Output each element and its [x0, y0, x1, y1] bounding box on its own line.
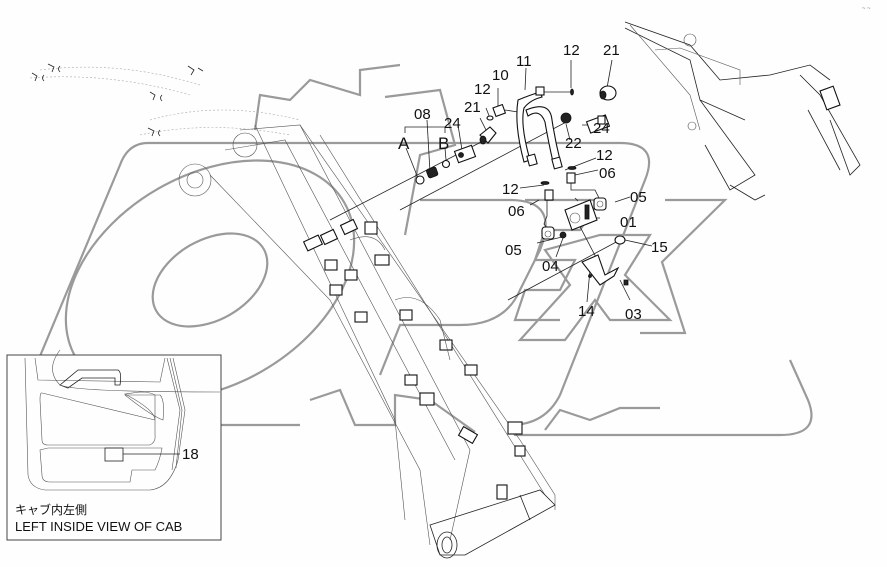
callout-06-b: 06	[508, 203, 525, 220]
boom-pivot	[178, 163, 212, 197]
callout-08: 08	[414, 106, 431, 123]
callout-12-b: 12	[563, 42, 580, 59]
part-05-fitting-a	[593, 197, 607, 211]
callout-10: 10	[492, 67, 509, 84]
part-22-nut	[560, 112, 572, 124]
callout-04: 04	[542, 258, 559, 275]
callout-12-c: 12	[596, 147, 613, 164]
part-14-bracket	[581, 254, 620, 286]
callout-14: 14	[578, 303, 595, 320]
callout-05-b: 05	[505, 242, 522, 259]
excavator-arm: ~ ~	[624, 6, 871, 201]
a-b-bracket	[404, 126, 446, 133]
callout-labels: A B 08 24 21 12 10 11 12 21 24 22 12 06 …	[398, 42, 668, 323]
hydraulic-parts	[329, 59, 653, 303]
callout-12-a: 12	[474, 81, 491, 98]
part-18-box	[104, 447, 124, 462]
inset-caption-en: LEFT INSIDE VIEW OF CAB	[15, 519, 182, 534]
callout-21-right: 21	[603, 42, 620, 59]
svg-text:~ ~: ~ ~	[862, 6, 871, 12]
callout-18: 18	[182, 446, 199, 463]
callout-06-a: 06	[599, 165, 616, 182]
watermark-letter-p	[384, 88, 457, 236]
part-03-screw	[623, 279, 629, 286]
part-15-bolt	[614, 235, 626, 245]
o-ring-b	[441, 159, 451, 169]
callout-11: 11	[516, 53, 532, 70]
boom-assembly	[29, 63, 556, 559]
cab-lower-panel	[39, 447, 163, 483]
cab-upper-panel	[39, 391, 156, 446]
callout-24-right: 24	[593, 120, 610, 137]
part-11-hose	[504, 86, 563, 170]
part-05-fitting-b	[541, 226, 555, 240]
boom-foot	[429, 489, 556, 556]
part-10-adapter	[492, 103, 507, 118]
part-06-fitting-b	[544, 189, 554, 201]
label-a: A	[398, 134, 410, 153]
callout-22: 22	[565, 135, 582, 152]
inset-frame	[6, 354, 222, 541]
part-21-elbow-left	[479, 126, 497, 145]
watermark-letter-x	[517, 233, 673, 342]
callout-01: 01	[620, 214, 637, 231]
inset-caption-jp: キャブ内左側	[15, 502, 87, 517]
callout-05-a: 05	[630, 189, 647, 206]
part-21-elbow-right	[599, 85, 617, 101]
part-06-fitting-a	[566, 172, 576, 184]
callout-03: 03	[625, 306, 642, 323]
part-04-plug	[559, 231, 567, 239]
callout-12-d: 12	[502, 181, 519, 198]
cab-inset: 18 キャブ内左側 LEFT INSIDE VIEW OF CAB	[6, 349, 222, 541]
part-24-clamp-left	[453, 144, 477, 164]
callout-24-left: 24	[444, 115, 461, 132]
callout-21-left: 21	[464, 99, 481, 116]
part-08-fitting	[426, 166, 439, 179]
boom-hose-clamps	[302, 218, 526, 500]
hose-clamps-top-left	[31, 63, 204, 137]
o-ring-a	[415, 175, 425, 185]
cab-door-handle	[59, 369, 122, 389]
callout-15: 15	[651, 239, 668, 256]
part-01-valve	[564, 197, 598, 231]
label-b: B	[438, 134, 449, 153]
part-24-clamp-right	[585, 114, 611, 134]
